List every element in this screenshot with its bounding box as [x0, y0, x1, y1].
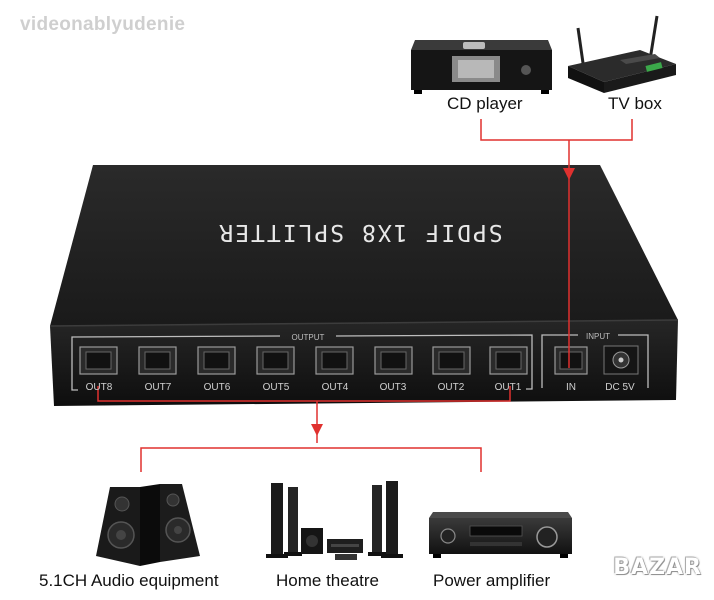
- input-port: [554, 346, 588, 375]
- arrow-down-icon: [563, 168, 575, 180]
- port-out1: [489, 346, 528, 375]
- port-label-out5: OUT5: [263, 382, 290, 393]
- port-labels: OUT8 OUT7 OUT6 OUT5 OUT4 OUT3 OUT2 OUT1 …: [86, 382, 635, 393]
- watermark-text: videonablyudenie: [20, 14, 186, 35]
- caption-power-amplifier: Power amplifier: [433, 571, 551, 590]
- port-label-out7: OUT7: [145, 382, 172, 393]
- tv-box-image: [568, 15, 676, 93]
- port-out7: [138, 346, 177, 375]
- speakers-image: [96, 484, 200, 566]
- port-out8: [79, 346, 118, 375]
- splitter-top-face: [50, 165, 678, 326]
- caption-tv-box: TV box: [608, 94, 662, 113]
- arrow-heads: [311, 168, 575, 436]
- port-out5: [256, 346, 295, 375]
- output-label: OUTPUT: [292, 333, 325, 342]
- splitter-front-face: [50, 320, 678, 406]
- output-frame: [71, 334, 533, 391]
- home-theatre-image: [266, 481, 403, 560]
- caption-audio-equipment: 5.1CH Audio equipment: [39, 571, 219, 590]
- port-out2: [432, 346, 471, 375]
- output-ports: [79, 346, 528, 375]
- port-label-out1: OUT1: [495, 382, 522, 393]
- device-title: SPDIF 1X8 SPLITTER: [217, 219, 502, 245]
- power-amplifier-image: [429, 512, 572, 558]
- port-label-out8: OUT8: [86, 382, 113, 393]
- caption-cd-player: CD player: [447, 94, 523, 113]
- dc-jack: [603, 345, 639, 375]
- input-label: INPUT: [586, 332, 610, 341]
- caption-home-theatre: Home theatre: [276, 571, 379, 590]
- bazar-logo: BAZAR: [613, 555, 702, 580]
- port-out3: [374, 346, 413, 375]
- arrow-down-icon: [311, 424, 323, 436]
- port-out4: [315, 346, 354, 375]
- port-out6: [197, 346, 236, 375]
- port-label-out4: OUT4: [322, 382, 349, 393]
- cd-player-image: [411, 40, 552, 94]
- input-frame: [541, 334, 649, 388]
- port-label-in: IN: [566, 382, 576, 393]
- port-label-out6: OUT6: [204, 382, 231, 393]
- port-label-dc: DC 5V: [605, 382, 635, 393]
- port-label-out2: OUT2: [438, 382, 465, 393]
- port-label-out3: OUT3: [380, 382, 407, 393]
